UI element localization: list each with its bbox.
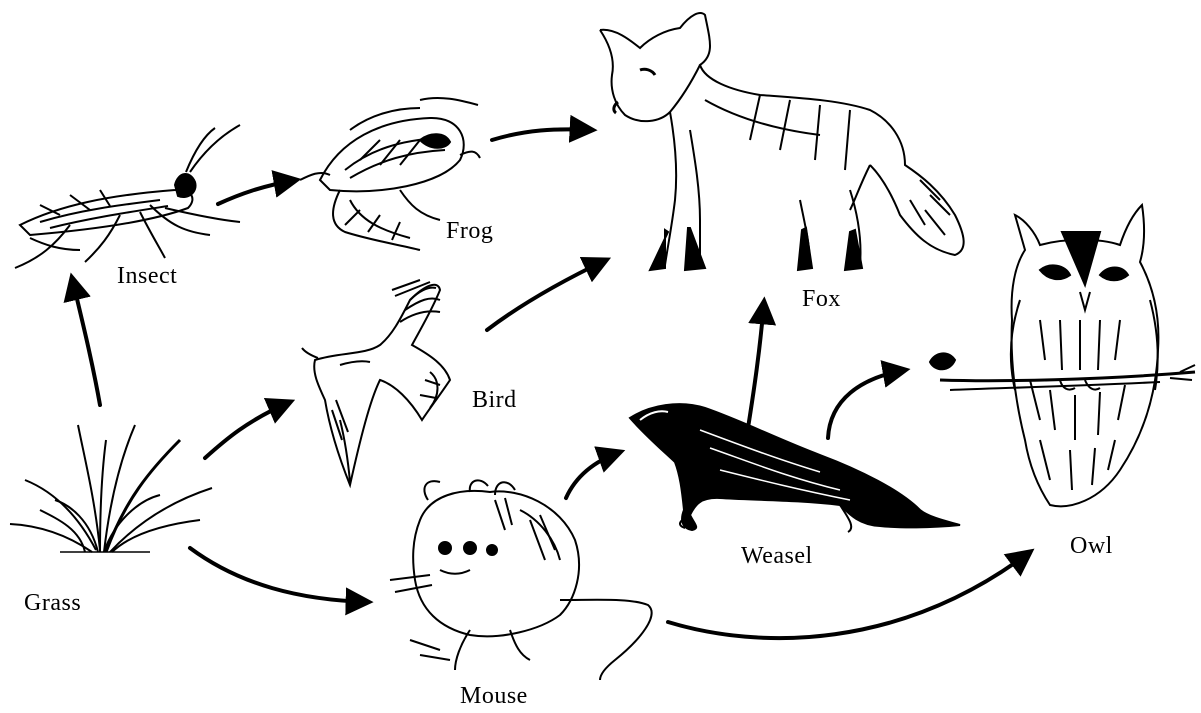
arrow-grass-to-mouse [190,548,368,602]
insect-drawing [15,125,240,268]
arrow-bird-to-fox [487,260,606,330]
arrow-weasel-to-fox [748,302,764,428]
label-insect: Insect [117,263,177,290]
label-bird: Bird [472,387,517,414]
arrows [72,129,1030,638]
label-grass: Grass [24,590,81,617]
mouse-drawing [390,480,652,680]
arrow-grass-to-insect [72,278,100,405]
weasel-drawing [630,404,960,532]
label-weasel: Weasel [741,543,813,570]
arrow-weasel-to-owl [828,370,905,438]
bird-drawing [302,280,450,485]
arrow-insect-to-frog [218,180,296,204]
label-owl: Owl [1070,533,1113,560]
arrow-mouse-to-owl [668,552,1030,638]
arrow-mouse-to-weasel [566,452,620,498]
arrow-grass-to-bird [205,402,290,458]
arrow-frog-to-fox [492,129,592,140]
label-mouse: Mouse [460,683,528,710]
label-frog: Frog [446,218,493,245]
label-fox: Fox [802,286,841,313]
owl-drawing [930,205,1195,506]
grass-drawing [10,425,212,552]
fox-drawing [600,13,964,270]
